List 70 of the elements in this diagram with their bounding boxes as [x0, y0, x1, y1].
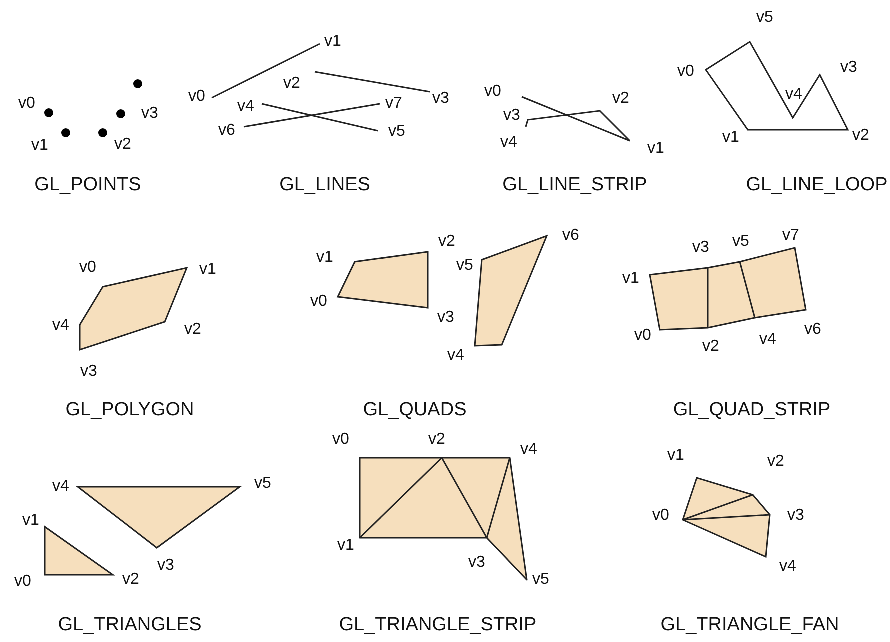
primitive-name: GL_POLYGON — [66, 400, 194, 420]
vertex-label: v2 — [438, 234, 456, 250]
primitive-name: GL_QUAD_STRIP — [673, 400, 831, 420]
vertex-label: v2 — [284, 76, 300, 92]
vertex-label: v3 — [142, 106, 158, 122]
vertex-label: v0 — [80, 260, 96, 276]
vertex-label: v1 — [648, 141, 664, 157]
vertex-label: v2 — [768, 454, 784, 470]
vertex-label: v3 — [438, 310, 454, 326]
vertex-label: v6 — [562, 228, 580, 244]
vertex-label: v4 — [500, 135, 518, 151]
vertex-label: v5 — [532, 572, 550, 588]
primitive-name: GL_LINE_LOOP — [746, 176, 888, 194]
vertex-label: v3 — [504, 108, 520, 124]
primitive-name: GL_TRIANGLE_STRIP — [339, 616, 537, 634]
vertex-label: v4 — [760, 332, 776, 348]
vertex-label: v5 — [388, 124, 406, 140]
vertex-label: v5 — [756, 10, 774, 26]
vertex-label: v3 — [692, 240, 710, 256]
vertex-label: v2 — [184, 322, 202, 338]
vertex-label: v3 — [432, 91, 450, 107]
vertex-label: v1 — [200, 262, 216, 278]
vertex-label: v6 — [218, 123, 236, 139]
vertex-label: v3 — [158, 558, 174, 574]
vertex-label: v3 — [80, 364, 98, 380]
primitive-name: GL_QUADS — [363, 400, 467, 420]
primitive-name: GL_LINE_STRIP — [502, 176, 648, 194]
vertex-label: v0 — [310, 294, 328, 310]
vertex-label: v0 — [484, 84, 502, 100]
vertex-label: v4 — [238, 99, 254, 115]
primitive-name: GL_TRIANGLES — [58, 616, 202, 634]
vertex-label: v2 — [122, 572, 140, 588]
vertex-label: v1 — [32, 138, 48, 154]
vertex-label: v4 — [780, 559, 796, 575]
vertex-label: v1 — [324, 34, 342, 50]
primitive-name: GL_POINTS — [34, 176, 142, 194]
vertex-label: v1 — [622, 271, 640, 287]
vertex-label: v7 — [386, 96, 402, 112]
vertex-label: v2 — [612, 91, 630, 107]
vertex-label: v5 — [254, 476, 272, 492]
primitive-name: GL_LINES — [280, 176, 370, 194]
vertex-label: v0 — [678, 64, 694, 80]
vertex-label: v1 — [668, 448, 684, 464]
vertex-label: v2 — [852, 128, 870, 144]
vertex-label: v2 — [702, 339, 720, 355]
vertex-label: v4 — [52, 318, 70, 334]
vertex-label: v7 — [782, 228, 800, 244]
vertex-label: v0 — [188, 89, 206, 105]
vertex-label: v1 — [316, 250, 334, 266]
vertex-label: v0 — [634, 328, 652, 344]
vertex-label: v4 — [786, 87, 802, 103]
vertex-label: v3 — [468, 555, 486, 571]
vertex-label: v2 — [114, 137, 132, 153]
vertex-label: v3 — [788, 508, 804, 524]
vertex-label: v0 — [14, 574, 32, 590]
vertex-label: v6 — [804, 322, 822, 338]
vertex-label: v1 — [722, 130, 740, 146]
vertex-label: v0 — [652, 508, 670, 524]
vertex-label: v2 — [428, 432, 446, 448]
vertex-label: v1 — [22, 513, 40, 529]
vertex-label: v5 — [732, 234, 750, 250]
vertex-label: v0 — [332, 432, 350, 448]
vertex-label: v3 — [840, 60, 858, 76]
vertex-label: v1 — [338, 538, 354, 554]
vertex-label: v0 — [18, 96, 36, 112]
primitive-name: GL_TRIANGLE_FAN — [660, 616, 840, 634]
vertex-label: v4 — [520, 442, 538, 458]
vertex-label: v4 — [448, 348, 464, 364]
vertex-label: v5 — [456, 258, 474, 274]
vertex-label: v4 — [52, 479, 70, 495]
